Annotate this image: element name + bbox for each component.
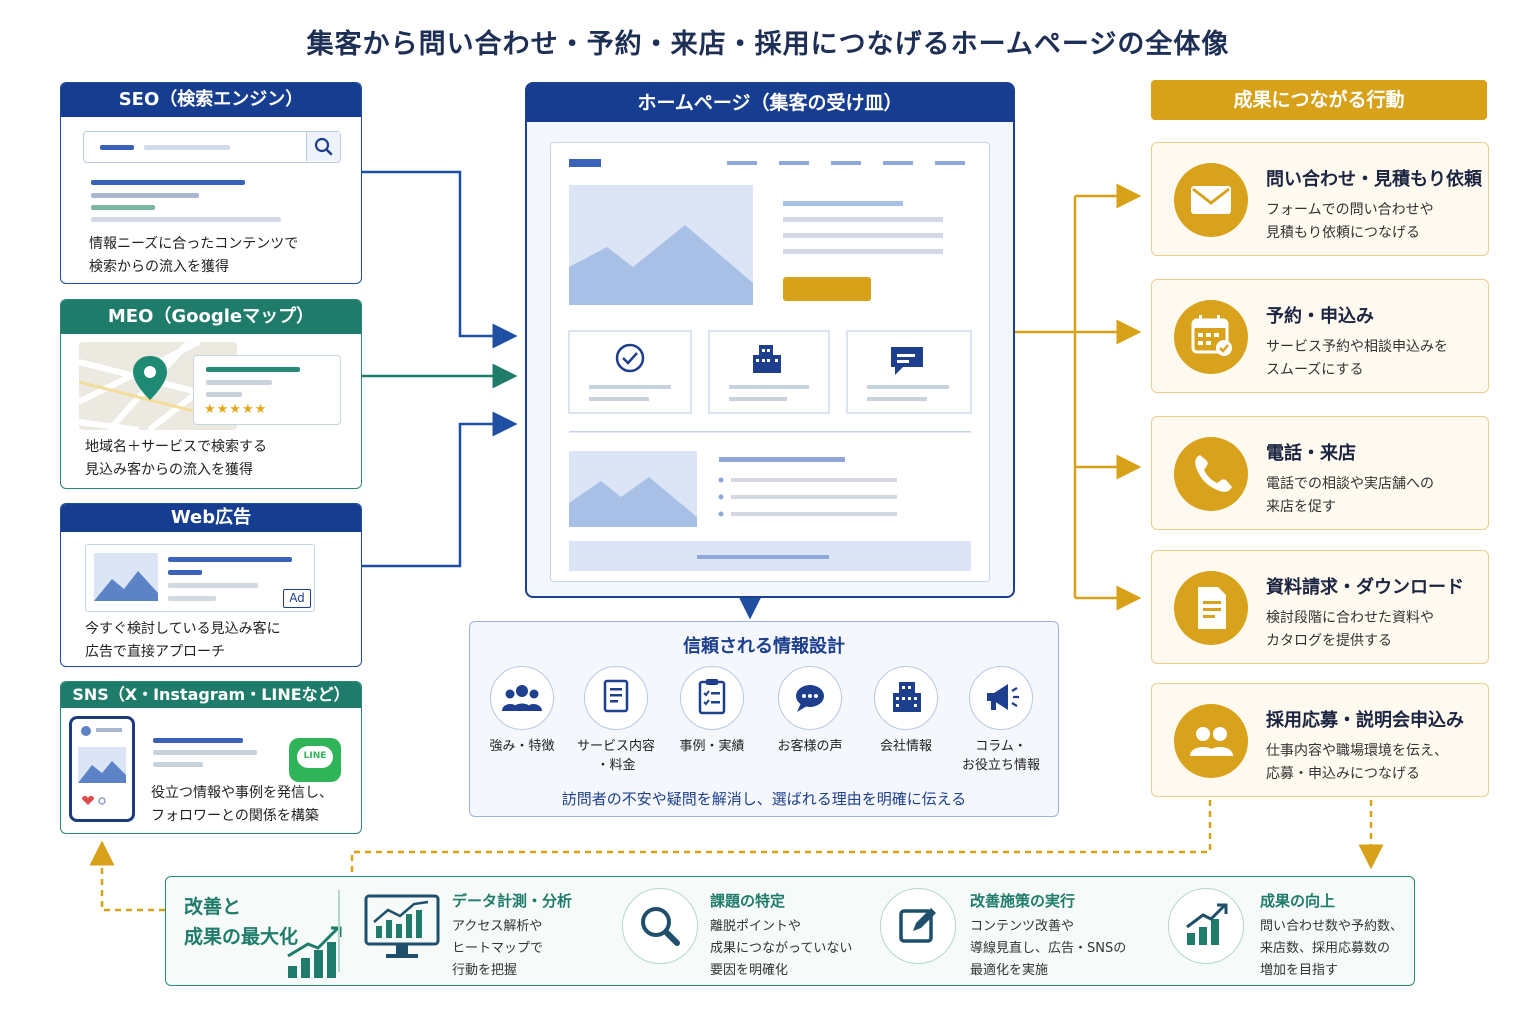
search-icon — [306, 132, 340, 161]
growth-chart-icon — [1168, 888, 1244, 964]
sns-desc-line1: 役立つ情報や事例を発信し、 — [151, 785, 333, 801]
improvement-title: 改善と 成果の最大化 — [184, 896, 299, 948]
homepage-header: ホームページ（集客の受け皿） — [527, 84, 1013, 122]
line-app-label: LINE — [303, 751, 327, 761]
result-card-reservation: 予約・申込み サービス予約や相談申込みをスムーズにする — [1151, 279, 1489, 393]
web-ads-desc-line2: 広告で直接アプローチ — [85, 644, 225, 660]
trust-panel — [469, 621, 1059, 817]
building-icon — [874, 666, 938, 730]
trust-label-column: コラム・お役立ち情報 — [961, 739, 1040, 773]
clipboard-icon — [680, 666, 744, 730]
analytics-monitor-icon — [364, 894, 440, 966]
mail-icon — [1174, 163, 1248, 237]
step-title-measure: データ計測・分析 — [452, 892, 573, 910]
result-title-phone-visit: 電話・来店 — [1266, 443, 1356, 464]
trust-label-cases: 事例・実績 — [679, 739, 745, 754]
result-card-phone-visit: 電話・来店 電話での相談や実店舗への来店を促す — [1151, 416, 1489, 530]
image-placeholder-icon — [94, 553, 158, 601]
phone-icon — [1174, 437, 1248, 511]
trust-footer: 訪問者の不安や疑問を解消し、選ばれる理由を明確に伝える — [561, 790, 967, 808]
trust-label-service: サービス内容・料金 — [576, 739, 655, 773]
result-title-recruit: 採用応募・説明会申込み — [1266, 710, 1464, 731]
map-listing-card: ★★★★★ — [193, 355, 341, 425]
feedback-loop-line — [350, 800, 1212, 876]
web-ads-header: Web広告 — [61, 504, 361, 532]
trust-title: 信頼される情報設計 — [683, 636, 845, 657]
web-ads-desc-line1: 今すぐ検討している見込み客に — [85, 621, 281, 637]
magnifier-icon — [622, 888, 698, 964]
sns-desc-line2: フォロワーとの関係を構築 — [151, 808, 319, 824]
megaphone-icon — [969, 666, 1033, 730]
chat-icon — [778, 666, 842, 730]
calendar-icon — [1174, 300, 1248, 374]
diagram-title: 集客から問い合わせ・予約・来店・採用につなげるホームページの全体像 — [306, 29, 1230, 60]
ad-banner: Ad — [85, 544, 315, 612]
people-icon — [1174, 704, 1248, 778]
seo-header: SEO（検索エンジン） — [61, 83, 361, 117]
document-icon — [584, 666, 648, 730]
step-title-identify: 課題の特定 — [710, 892, 786, 910]
meo-header: MEO（Googleマップ） — [61, 300, 361, 334]
results-header: 成果につながる行動 — [1151, 80, 1487, 120]
web-ads-card: Web広告 Ad 今すぐ検討している見込み客に 広告で直接アプローチ — [60, 503, 362, 667]
seo-desc-line1: 情報ニーズに合ったコンテンツで — [89, 236, 299, 252]
growth-bars-icon — [287, 926, 342, 978]
trust-label-strengths: 強み・特徴 — [489, 739, 555, 754]
cta-button — [783, 277, 871, 301]
map-pin-icon — [133, 356, 167, 400]
result-card-download: 資料請求・ダウンロード 検討段階に合わせた資料やカタログを提供する — [1151, 550, 1489, 664]
seo-desc-line2: 検索からの流入を獲得 — [89, 259, 229, 275]
team-icon — [490, 666, 554, 730]
ads-arrow — [362, 411, 518, 568]
ad-label-badge: Ad — [283, 589, 311, 608]
search-box — [83, 131, 341, 163]
loop-back-arrow — [89, 840, 165, 912]
bottom-divider — [338, 890, 340, 972]
step-title-execute: 改善施策の実行 — [970, 892, 1076, 910]
edit-icon — [880, 888, 956, 964]
website-mockup — [550, 142, 990, 582]
document-icon — [1174, 571, 1248, 645]
seo-card: SEO（検索エンジン） 情報ニーズに合ったコンテンツで 検索からの流入を獲得 — [60, 82, 362, 284]
step-title-improve: 成果の向上 — [1260, 892, 1336, 910]
result-title-inquiry: 問い合わせ・見積もり依頼 — [1266, 169, 1482, 190]
result-title-reservation: 予約・申込み — [1266, 306, 1374, 327]
seo-arrow — [362, 170, 518, 349]
check-icon — [615, 343, 645, 373]
sns-header: SNS（X・Instagram・LINEなど） — [61, 682, 361, 708]
line-app-icon: LINE — [289, 738, 341, 782]
chat-bubble-icon — [891, 347, 923, 375]
meo-desc-line2: 見込み客からの流入を獲得 — [85, 462, 253, 478]
result-card-inquiry: 問い合わせ・見積もり依頼 フォームでの問い合わせや見積もり依頼につなげる — [1151, 142, 1489, 256]
result-card-recruit: 採用応募・説明会申込み 仕事内容や職場環境を伝え、応募・申込みにつなげる — [1151, 683, 1489, 797]
meo-card: MEO（Googleマップ） ★★★★★ 地域名＋サービスで検索する 見込み客か… — [60, 299, 362, 489]
meo-desc-line1: 地域名＋サービスで検索する — [85, 439, 267, 455]
trust-label-voice: お客様の声 — [777, 739, 843, 754]
sns-card: SNS（X・Instagram・LINEなど） LINE 役立つ情報や事例を発信… — [60, 681, 362, 834]
result-title-download: 資料請求・ダウンロード — [1266, 577, 1464, 598]
trust-label-company: 会社情報 — [879, 739, 932, 754]
smartphone-icon — [69, 716, 135, 822]
rating-stars: ★★★★★ — [204, 402, 268, 417]
